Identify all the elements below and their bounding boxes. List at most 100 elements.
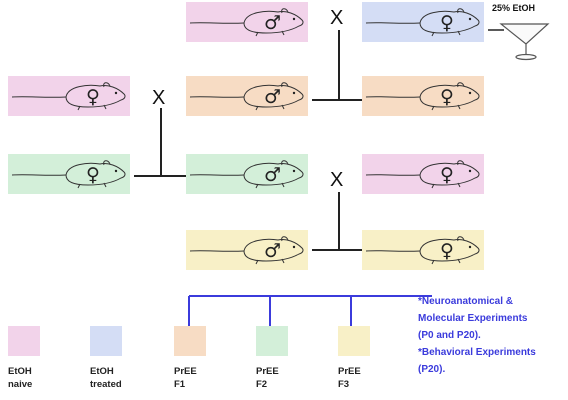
male-symbol-icon: ♂ — [264, 86, 281, 108]
cross-symbol-2: X — [152, 87, 165, 109]
cross-symbol-3: X — [330, 169, 343, 191]
legend-label-line: EtOH — [8, 366, 32, 377]
legend-swatch — [8, 326, 40, 356]
legend-label-line: F3 — [338, 379, 349, 390]
mouse-body — [65, 162, 126, 186]
mouse-ear — [457, 8, 465, 14]
mouse-ear — [281, 160, 289, 166]
mouse-ear — [457, 236, 465, 242]
experiments-note: *Neuroanatomical & Molecular Experiments… — [418, 296, 536, 375]
mouse-top-male-naive: ♂ — [186, 2, 308, 42]
mouse-background — [186, 230, 308, 270]
mouse-background — [362, 2, 484, 42]
mouse-eye — [292, 91, 296, 95]
female-symbol-icon: ♀ — [440, 12, 454, 34]
female-symbol-icon: ♀ — [440, 86, 454, 108]
mouse-legs — [431, 182, 461, 189]
mouse-eye — [468, 17, 472, 21]
mouse-body — [243, 238, 304, 262]
mouse-legs — [255, 182, 285, 189]
mouse-body — [243, 10, 304, 34]
mouse-left-female-naive: ♀ — [8, 76, 130, 116]
mouse-tail — [189, 250, 245, 252]
male-symbol-icon: ♂ — [264, 164, 281, 186]
mouse-legs — [255, 30, 285, 37]
mouse-background — [186, 76, 308, 116]
female-symbol-icon: ♀ — [86, 86, 100, 108]
mouse-ear — [457, 82, 465, 88]
mouse-eye — [468, 169, 472, 173]
mouse-legs — [431, 258, 461, 265]
legend-swatch — [90, 326, 122, 356]
mouse-tail — [365, 250, 421, 252]
mouse-legs — [255, 104, 285, 111]
treatment-label: 25% EtOH — [492, 3, 535, 13]
mouse-ear — [457, 160, 465, 166]
mouse-body — [243, 84, 304, 108]
female-symbol-icon: ♀ — [86, 164, 100, 186]
legend-label-line: PrEE — [338, 366, 361, 377]
note-line-3: (P0 and P20). — [418, 330, 481, 341]
mouse-tail — [365, 22, 421, 24]
legend-label-line: PrEE — [256, 366, 279, 377]
male-symbol-icon: ♂ — [264, 240, 281, 262]
legend-item-treated: EtOH treated — [90, 326, 122, 390]
mouse-f2-male: ♂ — [186, 154, 308, 194]
male-symbol-icon: ♂ — [264, 12, 281, 34]
mouse-tail — [365, 96, 421, 98]
mouse-eye — [468, 91, 472, 95]
mouse-tail — [189, 174, 245, 176]
mouse-eye — [468, 245, 472, 249]
mouse-body — [65, 84, 126, 108]
legend-label-line: naive — [8, 379, 32, 390]
note-line-4: *Behavioral Experiments — [418, 347, 536, 358]
mouse-background — [8, 154, 130, 194]
mouse-f2-female: ♀ — [8, 154, 130, 194]
mouse-body — [419, 84, 480, 108]
mouse-f1-male: ♂ — [186, 76, 308, 116]
mouse-body — [419, 10, 480, 34]
mouse-tail — [11, 174, 67, 176]
mouse-ear — [281, 236, 289, 242]
mouse-tail — [189, 22, 245, 24]
legend-swatch — [338, 326, 370, 356]
mouse-eye — [292, 245, 296, 249]
legend-label-line: F2 — [256, 379, 267, 390]
legend-swatch — [174, 326, 206, 356]
cross-symbol-1: X — [330, 7, 343, 29]
mouse-ear — [281, 8, 289, 14]
mouse-background — [362, 230, 484, 270]
legend-item-f2: PrEE F2 — [256, 326, 288, 390]
note-line-1: *Neuroanatomical & — [418, 296, 513, 307]
mouse-eye — [114, 169, 118, 173]
mouse-background — [186, 2, 308, 42]
offspring-lines — [188, 295, 432, 326]
note-line-5: (P20). — [418, 364, 445, 375]
mouse-eye — [114, 91, 118, 95]
mouse-legs — [77, 182, 107, 189]
mouse-body — [243, 162, 304, 186]
mouse-legs — [431, 104, 461, 111]
mouse-background — [186, 154, 308, 194]
legend-swatch — [256, 326, 288, 356]
legend-label-line: EtOH — [90, 366, 114, 377]
legend-item-naive: EtOH naive — [8, 326, 40, 390]
legend-item-f3: PrEE F3 — [338, 326, 370, 390]
note-line-2: Molecular Experiments — [418, 313, 528, 324]
connector-lines — [134, 30, 362, 251]
mouse-eye — [292, 169, 296, 173]
mouse-body — [419, 238, 480, 262]
mouse-right-female-naive: ♀ — [362, 154, 484, 194]
mouse-f3-female: ♀ — [362, 230, 484, 270]
legend-label-line: treated — [90, 379, 122, 390]
mouse-body — [419, 162, 480, 186]
legend-label-line: F1 — [174, 379, 186, 390]
mouse-legs — [77, 104, 107, 111]
female-symbol-icon: ♀ — [440, 164, 454, 186]
mouse-f1-female: ♀ — [362, 76, 484, 116]
mouse-legs — [431, 30, 461, 37]
mouse-background — [8, 76, 130, 116]
